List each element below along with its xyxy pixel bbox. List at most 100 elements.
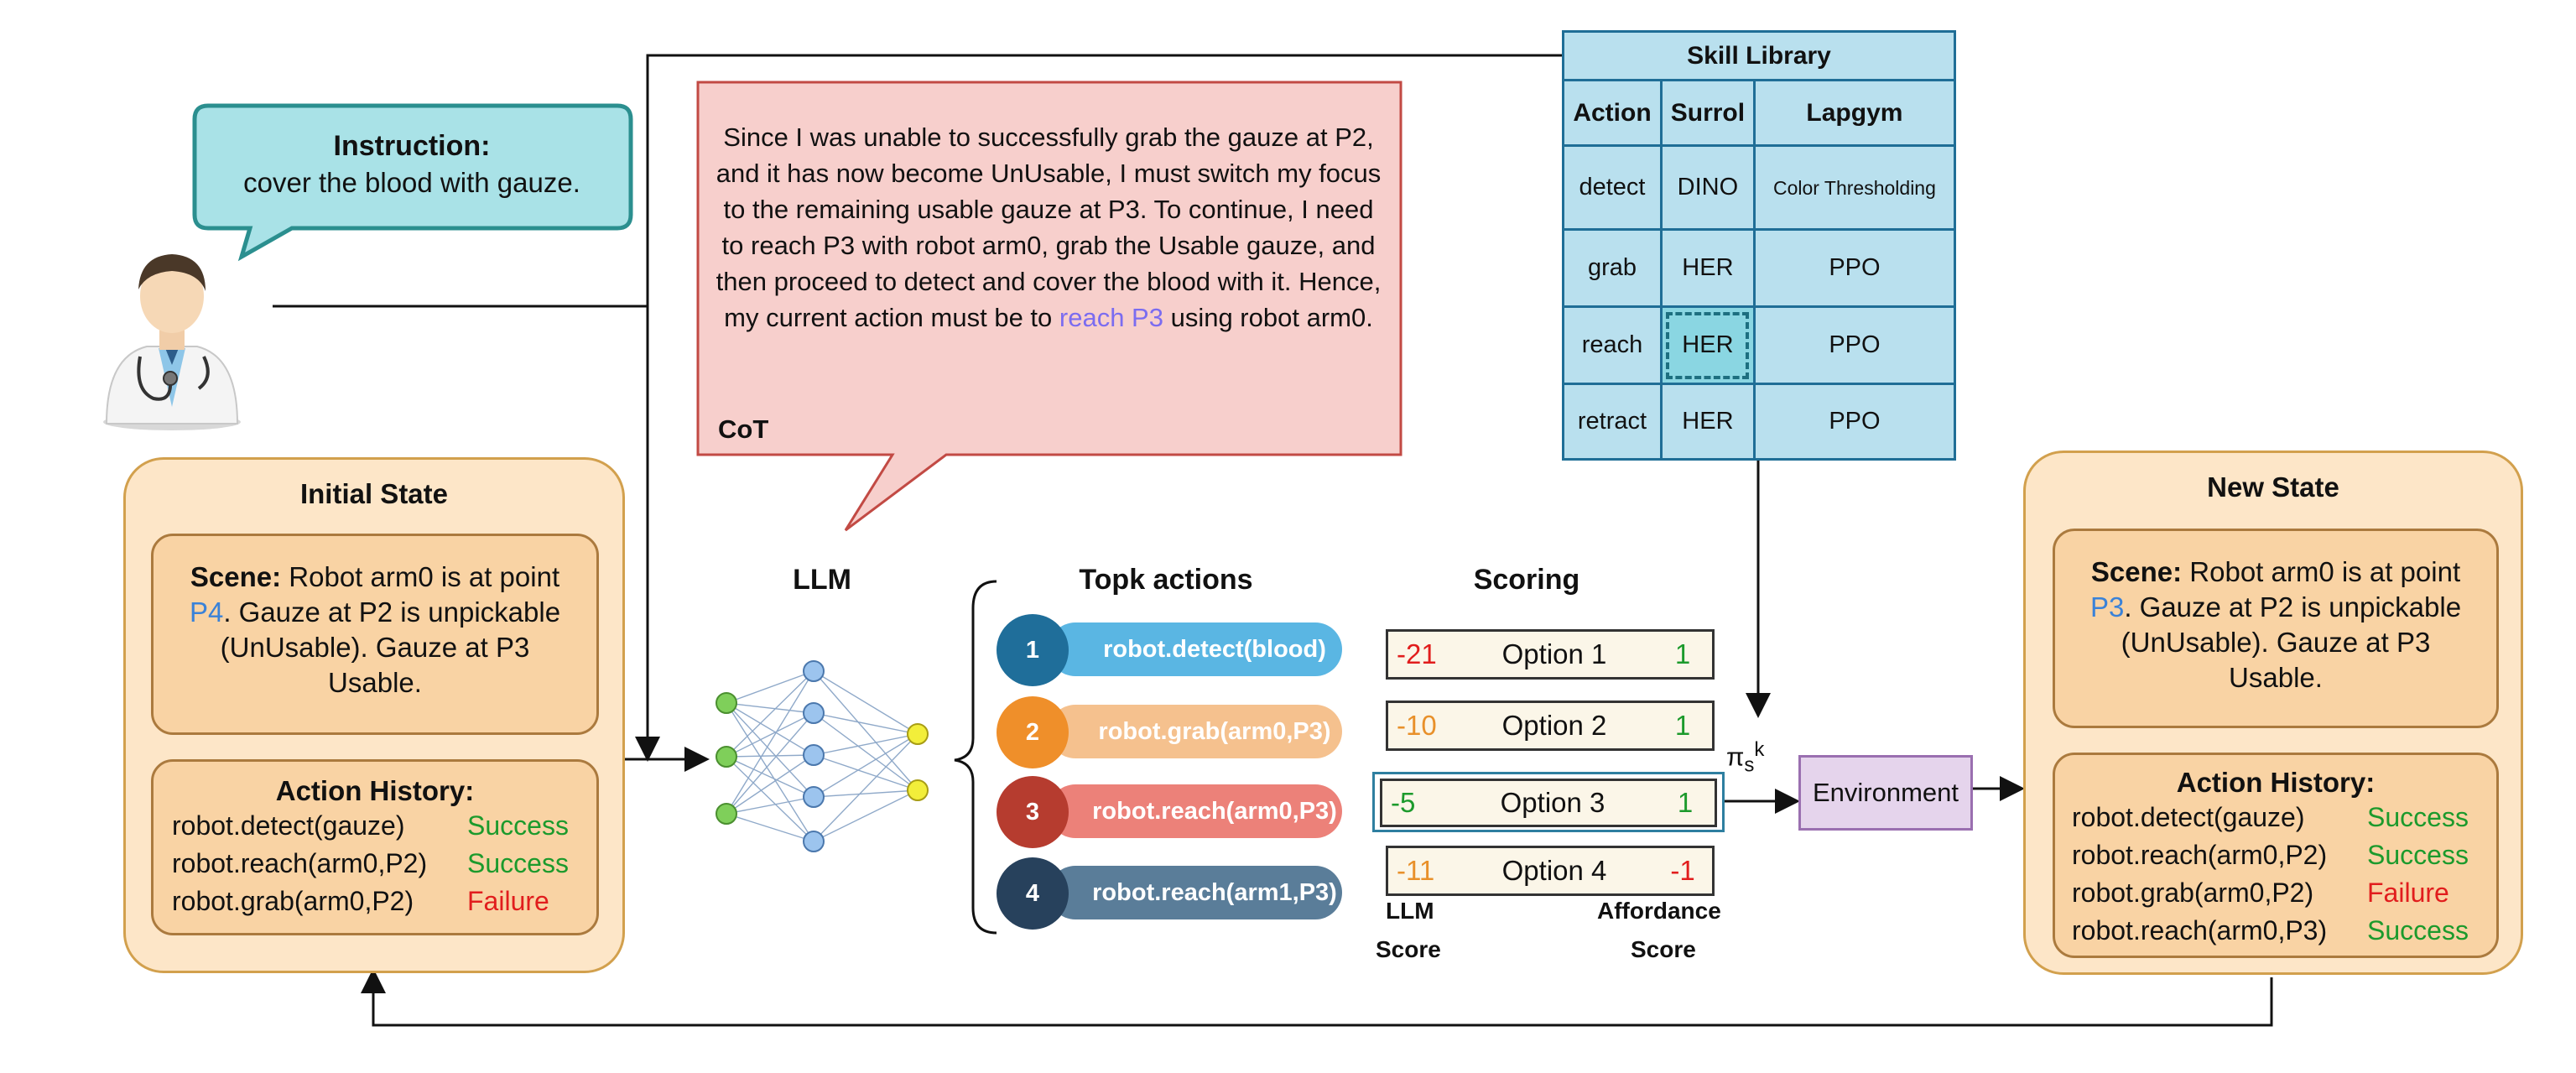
initial-state-title: Initial State	[299, 478, 449, 509]
skill-library-table: Skill Library Action Surrol Lapgym detec…	[1562, 30, 1957, 461]
history-status: Success	[2367, 915, 2469, 945]
new-state-title: New State	[2207, 471, 2339, 503]
history-row: robot.detect(gauze) Success	[2072, 799, 2496, 836]
input-node	[716, 746, 737, 768]
history-status: Failure	[2367, 878, 2449, 908]
input-node	[716, 803, 737, 825]
history-row: robot.detect(gauze) Success	[172, 807, 596, 845]
topk-number-2: 2	[997, 696, 1069, 768]
environment-box: Environment	[1798, 755, 1973, 831]
cot-tag: CoT	[718, 414, 769, 444]
history-action: robot.detect(gauze)	[2072, 802, 2305, 832]
hidden-node	[803, 831, 825, 852]
new-state-panel: New State Scene: Robot arm0 is at point …	[2023, 451, 2523, 975]
skill-header-lapgym: Lapgym	[1752, 79, 1957, 147]
history-action: robot.detect(gauze)	[172, 810, 405, 841]
history-row: robot.reach(arm0,P2)Success	[172, 845, 596, 883]
affordance-score-label-1: Affordance	[1597, 898, 1721, 924]
new-scene-text: Scene: Robot arm0 is at point P3. Gauze …	[2089, 556, 2462, 693]
topk-action-4: robot.reach(arm1,P3)	[1049, 866, 1342, 919]
cot-bubble-shape	[696, 81, 1402, 532]
feedback-loop-arrow	[361, 968, 2273, 1027]
llm-network-icon	[726, 670, 919, 842]
history-row: robot.reach(arm0,P3) Success	[2072, 912, 2496, 950]
topk-action-2: robot.grab(arm0,P3)	[1049, 705, 1342, 758]
affordance-score: -1	[1670, 855, 1695, 886]
skill-cell: Color Thresholding	[1752, 144, 1957, 231]
history-action: robot.reach(arm0,P2)	[2072, 840, 2328, 870]
topk-number-4: 4	[997, 857, 1069, 930]
skill-library-title: Skill Library	[1562, 30, 1956, 81]
hidden-node	[803, 660, 825, 682]
hidden-node	[803, 702, 825, 724]
topk-action-3: robot.reach(arm0,P3)	[1049, 784, 1342, 838]
skill-cell: grab	[1562, 228, 1663, 308]
skill-cell: detect	[1562, 144, 1663, 231]
skill-cell: PPO	[1752, 228, 1957, 308]
topk-title: Topk actions	[1079, 564, 1253, 596]
llm-score-label-2: Score	[1376, 936, 1441, 962]
llm-score-label-1: LLM	[1386, 898, 1434, 924]
option-label: Option 3	[1500, 787, 1605, 818]
score-option-3: -5 Option 3 1	[1380, 779, 1717, 827]
history-status: Success	[2367, 802, 2469, 832]
topk-number-1: 1	[997, 614, 1069, 686]
skill-cell: reach	[1562, 305, 1663, 385]
history-action: robot.reach(arm0,P3)	[2072, 915, 2328, 945]
hidden-node	[803, 786, 825, 808]
llm-score: -5	[1391, 787, 1416, 818]
instruction-bubble-shape	[192, 103, 633, 262]
topk-brace	[954, 580, 997, 935]
doctor-icon	[103, 254, 241, 430]
hidden-node	[803, 744, 825, 766]
cot-text: Since I was unable to successfully grab …	[716, 122, 1382, 332]
initial-history-box: Action History: robot.detect(gauze) Succe…	[151, 759, 599, 935]
llm-score: -11	[1397, 855, 1435, 886]
option-label: Option 2	[1501, 710, 1607, 741]
history-action: robot.grab(arm0,P2)	[2072, 878, 2314, 908]
skill-cell-selected: HER	[1659, 305, 1756, 385]
history-action: robot.reach(arm0,P2)	[172, 848, 428, 878]
history-row: robot.reach(arm0,P2)Success	[2072, 836, 2496, 874]
llm-label: LLM	[793, 564, 851, 596]
skill-library: Skill Library Action Surrol Lapgym detec…	[1562, 30, 1957, 461]
initial-scene-box: Scene: Robot arm0 is at point P4. Gauze …	[151, 534, 599, 735]
affordance-score-label-2: Score	[1631, 936, 1696, 962]
output-node	[907, 779, 929, 801]
history-status: Failure	[467, 886, 549, 916]
instruction-title: Instruction:	[333, 130, 491, 162]
instruction-text: cover the blood with gauze.	[243, 167, 580, 198]
option-label: Option 1	[1501, 638, 1607, 669]
scoring-title: Scoring	[1473, 564, 1580, 596]
option-label: Option 4	[1501, 855, 1607, 886]
skill-header-surrol: Surrol	[1659, 79, 1756, 147]
new-scene-box: Scene: Robot arm0 is at point P3. Gauze …	[2053, 529, 2499, 728]
new-history-box: Action History: robot.detect(gauze)Succe…	[2053, 753, 2499, 958]
affordance-score: 1	[1674, 710, 1691, 741]
skill-library-connector	[635, 54, 1562, 762]
policy-label: πsk	[1726, 738, 1765, 777]
llm-score: -21	[1397, 638, 1437, 669]
llm-network-nodes	[716, 660, 929, 852]
initial-history-title: Action History:	[275, 775, 475, 806]
history-action: robot.grab(arm0,P2)	[172, 886, 414, 916]
skill-cell: PPO	[1752, 305, 1957, 385]
history-status: Success	[467, 810, 569, 841]
output-node	[907, 723, 929, 745]
initial-scene-text: Scene: Robot arm0 is at point P4. Gauze …	[189, 561, 561, 698]
cot-highlight: reach P3	[1059, 303, 1163, 332]
skill-cell: retract	[1562, 383, 1663, 461]
skill-cell: DINO	[1659, 144, 1756, 231]
skill-cell: PPO	[1752, 383, 1957, 461]
selected-option-highlight	[1372, 772, 1725, 832]
topk-number-3: 3	[997, 776, 1069, 848]
topk-action-1: robot.detect(blood)	[1049, 622, 1342, 676]
affordance-score: 1	[1677, 787, 1694, 818]
score-option-4: -11 Option 4 -1	[1386, 846, 1715, 896]
input-node	[716, 692, 737, 714]
history-row: robot.grab(arm0,P2) Failure	[2072, 874, 2496, 912]
initial-history-list: robot.detect(gauze) Success robot.reach(ar…	[154, 807, 596, 920]
